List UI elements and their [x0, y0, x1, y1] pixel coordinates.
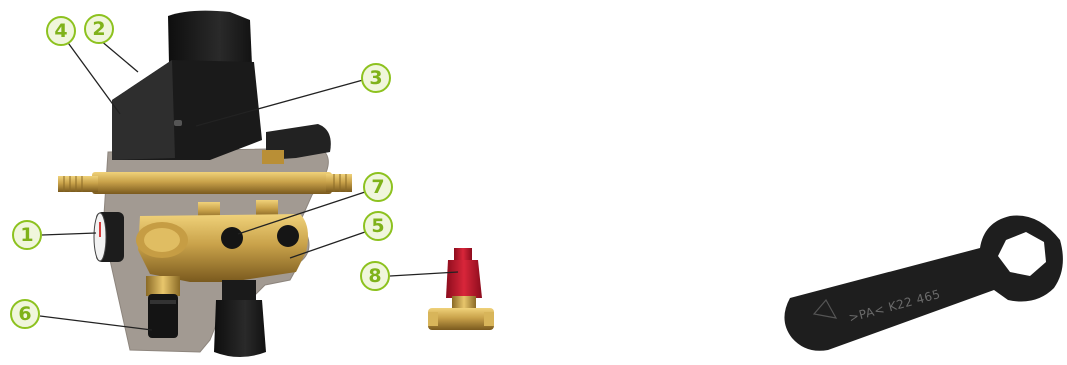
drain-fitting — [146, 276, 180, 338]
control-unit-housing — [112, 11, 262, 160]
callout-6: 6 — [10, 299, 40, 329]
callout-7: 7 — [363, 172, 393, 202]
pressure-gauge — [94, 212, 124, 262]
callout-1: 1 — [12, 220, 42, 250]
wrench-tool: >PA< K22 465 — [784, 216, 1062, 351]
leader-line-4 — [66, 40, 120, 114]
red-cap-valve — [428, 248, 494, 330]
brass-main-pipe — [92, 172, 332, 194]
callout-3: 3 — [361, 63, 391, 93]
callout-4: 4 — [46, 16, 76, 46]
leader-line-1 — [42, 233, 96, 235]
callout-2: 2 — [84, 14, 114, 44]
leader-line-2 — [100, 40, 138, 72]
callout-5: 5 — [363, 211, 393, 241]
callout-8: 8 — [360, 261, 390, 291]
